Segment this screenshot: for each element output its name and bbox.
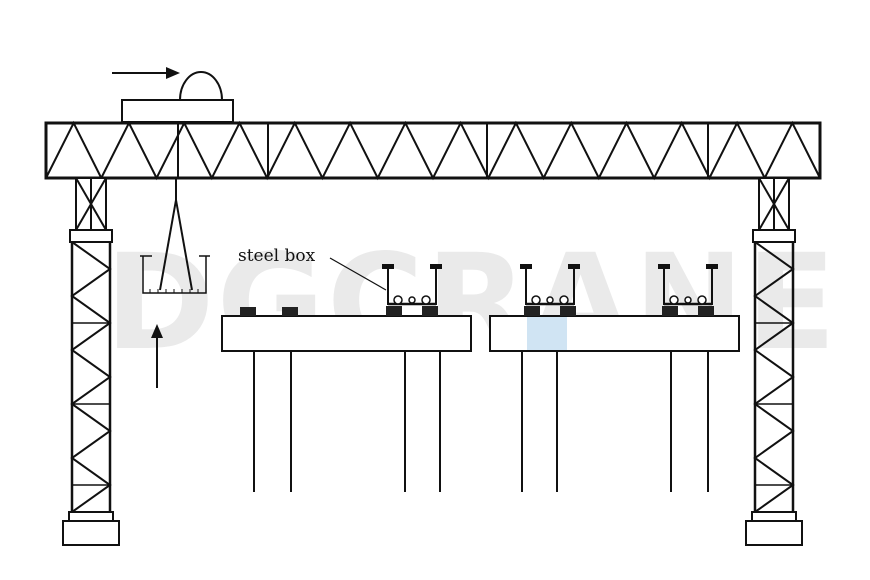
- right-support-leg: [745, 177, 803, 546]
- left-support-leg: [62, 177, 120, 546]
- lifted-steel-box: [140, 255, 210, 294]
- watermark: DGCRANE: [105, 226, 838, 380]
- main-girder-truss: [44, 120, 822, 181]
- installed-steel-box: [520, 264, 580, 316]
- installed-steel-box: [382, 264, 442, 316]
- pier-right: [489, 315, 740, 492]
- steel-box-label: steel box: [238, 246, 316, 266]
- label-leader-line: [329, 257, 387, 291]
- hoist-ropes: [159, 178, 193, 291]
- bearing-pad: [240, 307, 256, 316]
- trolley-direction-arrow: [112, 67, 180, 79]
- trolley: [121, 71, 234, 123]
- lift-direction-arrow: [151, 324, 163, 388]
- pier-left: [221, 307, 472, 492]
- installed-steel-box: [658, 264, 718, 316]
- bearing-pad: [282, 307, 298, 316]
